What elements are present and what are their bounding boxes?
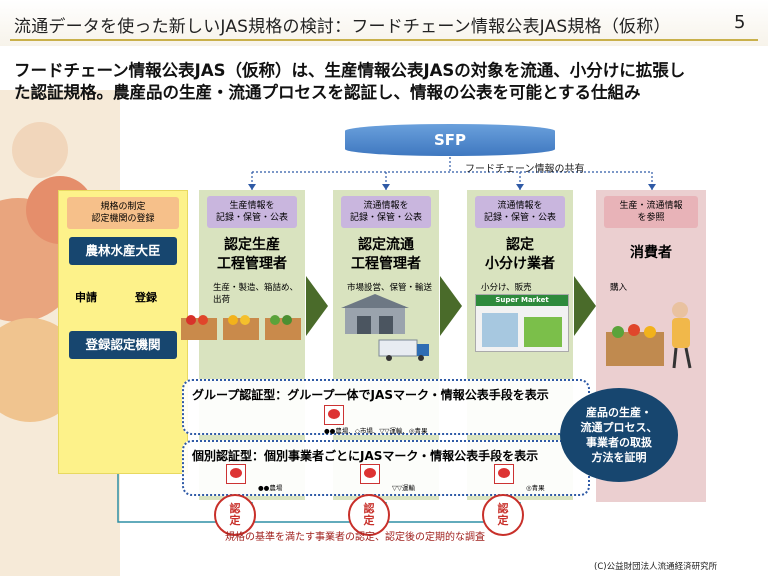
certification-seal-icon: 認 定: [348, 494, 390, 536]
slide-title: 流通データを使った新しいJAS規格の検討：フードチェーン情報公表JAS規格（仮称…: [14, 17, 671, 37]
producer-role: 認定生産 工程管理者: [217, 237, 287, 272]
flow-arrow-2: [440, 276, 462, 336]
consumer-role: 消費者: [630, 245, 672, 261]
repacker-tag: 流通情報を 記録・保管・公表: [475, 196, 565, 228]
distributor-desc: 市場設営、保管・輸送: [347, 283, 433, 293]
repacker-desc: 小分け、販売: [481, 283, 532, 293]
seal-text: 認 定: [363, 502, 375, 527]
individual-cert-box: 個別認証型：個別事業者ごとにJASマーク・情報公表手段を表示 ●●農場 ▽▽運輸…: [182, 440, 590, 496]
producer-desc: 生産・製造、箱詰め、 出荷: [213, 283, 299, 305]
group-cert-box: グループ認証型：グループ一体でJASマーク・情報公表手段を表示 ●●農場、◇市場…: [182, 379, 590, 435]
individual-cert-text: 個別認証型：個別事業者ごとにJASマーク・情報公表手段を表示: [192, 449, 539, 463]
registration-tag: 規格の制定 認定機関の登録: [67, 197, 179, 229]
seal-text: 認 定: [497, 502, 509, 527]
distributor-tag: 流通情報を 記録・保管・公表: [341, 196, 431, 228]
register-label: 登録: [135, 291, 157, 304]
title-bar: [0, 0, 768, 46]
footnote: 規格の基準を満たす事業者の認定、認定後の定期的な調査: [225, 532, 485, 543]
group-cert-text: グループ認証型：グループ一体でJASマーク・情報公表手段を表示: [192, 388, 549, 402]
seal-text: 認 定: [229, 502, 241, 527]
flow-arrow-3: [574, 276, 596, 336]
lead-text: フードチェーン情報公表JAS（仮称）は、生産情報公表JASの対象を流通、小分けに…: [14, 60, 758, 104]
supermarket-image: Super Market: [475, 294, 569, 352]
supermarket-sign: Super Market: [476, 295, 568, 306]
column-producer: 生産情報を 記録・保管・公表 認定生産 工程管理者 生産・製造、箱詰め、 出荷: [181, 190, 305, 500]
copyright: (C)公益財団法人流通経済研究所: [594, 562, 718, 572]
consumer-desc: 購入: [610, 283, 628, 293]
jas-mark-icon: [360, 464, 380, 484]
title-divider: [10, 39, 758, 41]
page-number: 5: [734, 12, 746, 33]
ministry-box: 農林水産大臣: [69, 237, 177, 265]
repacker-role: 認定 小分け業者: [485, 237, 555, 272]
share-label: フードチェーン情報の共有: [465, 164, 585, 175]
consumer-tag: 生産・流通情報 を参照: [604, 196, 698, 228]
individual-label-greengrocer: ◎青果: [526, 484, 545, 492]
certification-body-box: 登録認定機関: [69, 331, 177, 359]
registration-panel: 規格の制定 認定機関の登録 農林水産大臣 申請 登録 登録認定機関: [58, 190, 188, 474]
jas-mark-icon: [324, 405, 344, 425]
apply-label: 申請: [75, 291, 97, 304]
individual-label-transport: ▽▽運輸: [392, 484, 415, 492]
lead-line-2: た認証規格。農産品の生産・流通プロセスを認証し、情報の公表を可能とする仕組み: [14, 83, 641, 102]
proof-oval: 産品の生産・ 流通プロセス、 事業者の取扱 方法を証明: [560, 388, 678, 482]
flow-arrow-1: [306, 276, 328, 336]
producer-tag: 生産情報を 記録・保管・公表: [207, 196, 297, 228]
column-consumer: 生産・流通情報 を参照 消費者 購入: [596, 190, 706, 502]
individual-label-farm: ●●農場: [258, 484, 283, 492]
lead-line-1: フードチェーン情報公表JAS（仮称）は、生産情報公表JASの対象を流通、小分けに…: [14, 61, 686, 80]
proof-text: 産品の生産・ 流通プロセス、 事業者の取扱 方法を証明: [580, 406, 658, 464]
warehouse-truck-image: [341, 294, 429, 361]
distributor-role: 認定流通 工程管理者: [351, 237, 421, 272]
group-cert-members: ●●農場、◇市場、▽▽運輸、◎青果: [324, 427, 428, 435]
sfp-database: SFP: [345, 124, 555, 156]
jas-mark-icon: [226, 464, 246, 484]
certification-seal-icon: 認 定: [482, 494, 524, 536]
produce-boxes-image: [181, 315, 301, 340]
certification-seal-icon: 認 定: [214, 494, 256, 536]
consumer-shopping-image: [606, 302, 692, 369]
jas-mark-icon: [494, 464, 514, 484]
